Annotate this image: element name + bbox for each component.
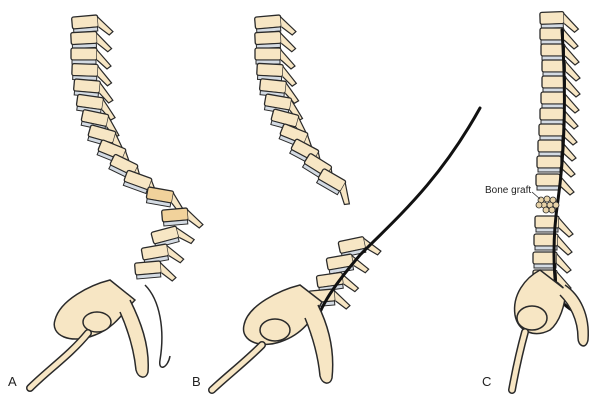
panel-c-spine bbox=[533, 11, 580, 291]
bone-graft-label: Bone graft bbox=[485, 185, 531, 196]
panel-c-pelvis bbox=[512, 270, 588, 390]
vertebra bbox=[135, 260, 177, 284]
panel-b-upper-spine bbox=[255, 14, 359, 207]
bone-graft-leader bbox=[532, 192, 540, 199]
vertebra bbox=[313, 168, 358, 206]
panel-label-a: A bbox=[8, 374, 17, 389]
vertebra bbox=[536, 174, 574, 195]
panel-a-pelvis bbox=[30, 280, 170, 388]
panel-label-b: B bbox=[192, 374, 201, 389]
panel-label-c: C bbox=[482, 374, 491, 389]
panel-a-spine bbox=[71, 14, 204, 284]
panel-b-pelvis bbox=[212, 285, 333, 390]
